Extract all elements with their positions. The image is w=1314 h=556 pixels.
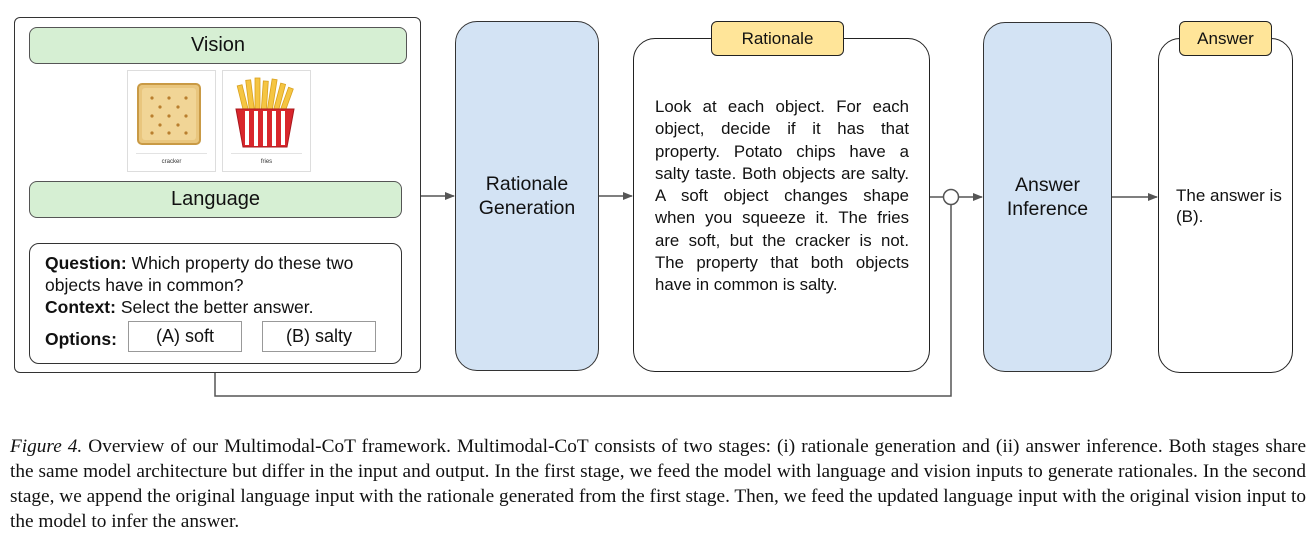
question-block: Question: Which property do these two ob… bbox=[45, 252, 395, 318]
option-b: (B) salty bbox=[262, 321, 376, 352]
language-label: Language bbox=[171, 188, 260, 210]
context-label: Context: bbox=[45, 297, 116, 317]
context-text: Select the better answer. bbox=[120, 297, 314, 317]
vision-label: Vision bbox=[190, 34, 246, 56]
question-label: Question: bbox=[45, 253, 127, 273]
fries-image-card: fries bbox=[222, 70, 311, 172]
answer-box bbox=[1158, 38, 1293, 373]
rationale-text: Look at each object. For each object, de… bbox=[655, 97, 909, 295]
cracker-caption: cracker bbox=[161, 159, 182, 165]
caption-text: Overview of our Multimodal-CoT framework… bbox=[10, 436, 1307, 532]
feedback-line-language-to-junction bbox=[214, 204, 952, 397]
fries-caption: fries bbox=[260, 159, 273, 165]
options-label: Options: bbox=[45, 329, 117, 349]
rationale-generation-stage: Rationale Generation bbox=[455, 21, 599, 371]
rationale-tag: Rationale bbox=[711, 21, 844, 56]
vision-label-bar: Vision bbox=[29, 27, 407, 64]
answer-text: The answer is (B). bbox=[1176, 186, 1282, 226]
cracker-icon bbox=[137, 83, 201, 145]
figure-label: Figure 4. bbox=[10, 436, 83, 457]
option-a: (A) soft bbox=[128, 321, 242, 352]
figure-caption: Figure 4. Overview of our Multimodal-CoT… bbox=[10, 434, 1306, 534]
question-text: Which property do these two objects have… bbox=[45, 253, 354, 295]
answer-tag: Answer bbox=[1179, 21, 1272, 56]
rationale-generation-label: Rationale Generation bbox=[478, 173, 576, 219]
junction-circle bbox=[942, 188, 960, 206]
fries-icon bbox=[235, 77, 295, 148]
language-label-bar: Language bbox=[29, 181, 402, 218]
answer-inference-stage: Answer Inference bbox=[983, 22, 1112, 372]
rationale-box bbox=[633, 38, 930, 372]
cracker-image-card: cracker bbox=[127, 70, 216, 172]
answer-inference-label: Answer Inference bbox=[1006, 174, 1089, 220]
